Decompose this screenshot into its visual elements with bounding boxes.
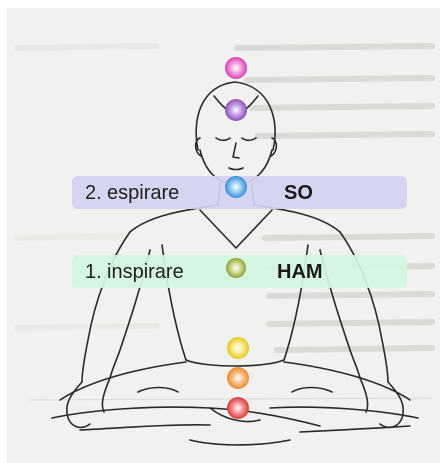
- root-chakra-icon: [227, 397, 249, 419]
- exhale-mantra: SO: [284, 182, 313, 205]
- book-page-background: 2. espirare SO 1. inspirare HAM: [7, 8, 440, 463]
- inhale-label: inspirare: [107, 261, 184, 284]
- solar-plexus-chakra-icon: [227, 337, 249, 359]
- chakra-layer: [7, 8, 440, 463]
- inhale-mantra: HAM: [277, 261, 323, 284]
- third-eye-chakra-icon: [225, 99, 247, 121]
- exhale-label: espirare: [107, 182, 179, 205]
- throat-chakra-icon: [225, 176, 247, 198]
- sacral-chakra-icon: [227, 367, 249, 389]
- crown-chakra-icon: [225, 57, 247, 79]
- heart-chakra-icon: [226, 258, 246, 278]
- inhale-step-number: 1.: [85, 261, 102, 284]
- exhale-step-number: 2.: [85, 182, 102, 205]
